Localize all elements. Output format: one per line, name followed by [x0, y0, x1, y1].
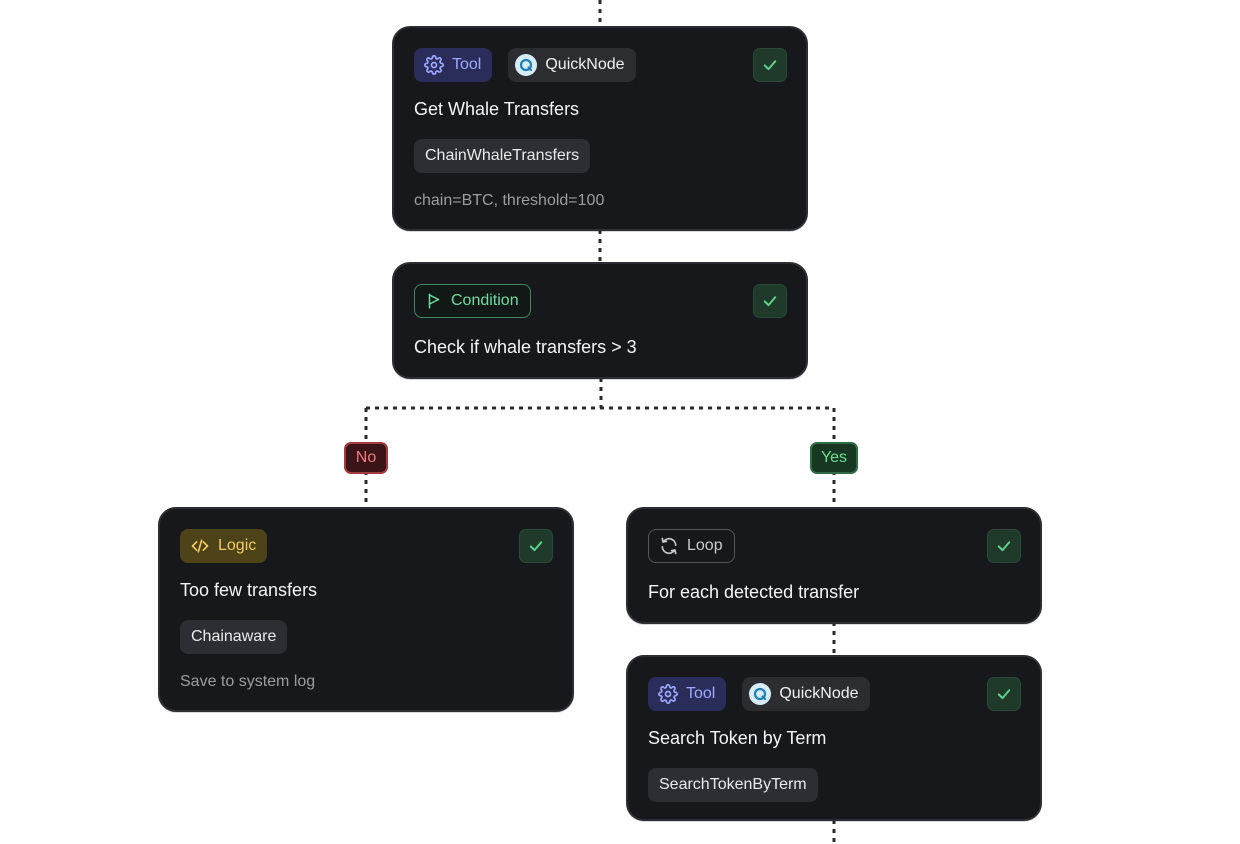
check-icon [997, 689, 1011, 700]
code-icon [191, 539, 209, 553]
branch-no-label[interactable]: No [344, 442, 388, 474]
check-icon [763, 296, 777, 307]
provider-badge: QuickNode [742, 677, 870, 711]
node-title: Check if whale transfers > 3 [414, 337, 637, 357]
quicknode-logo-icon [749, 683, 772, 705]
check-icon [763, 60, 777, 71]
status-badge [753, 48, 787, 82]
node-logic[interactable]: Logic Too few transfers Chainaware Save … [158, 507, 574, 712]
node-title: Get Whale Transfers [414, 99, 580, 119]
badge-label: Loop [687, 537, 723, 554]
status-badge [987, 529, 1021, 563]
gear-icon [658, 684, 678, 704]
node-description: Save to system log [180, 673, 316, 690]
node-badges: Tool QuickNode [414, 48, 636, 82]
node-search-token[interactable]: Tool QuickNode Search Token by Term Sear… [626, 655, 1042, 821]
check-icon [529, 541, 543, 552]
badge-label: Tool [686, 685, 716, 702]
condition-badge: Condition [414, 284, 531, 318]
loop-badge: Loop [648, 529, 735, 563]
function-chip: Chainaware [180, 620, 288, 654]
flag-icon [428, 293, 440, 309]
badge-label: Logic [218, 537, 257, 554]
node-params: chain=BTC, threshold=100 [414, 192, 605, 209]
provider-label: QuickNode [545, 56, 625, 73]
node-badges: Logic [180, 529, 268, 563]
check-icon [997, 541, 1011, 552]
status-badge [519, 529, 553, 563]
status-badge [987, 677, 1021, 711]
tool-badge: Tool [414, 48, 493, 82]
provider-label: QuickNode [779, 685, 859, 702]
gear-icon [424, 55, 444, 75]
quicknode-logo-icon [515, 54, 538, 76]
badge-label: Tool [452, 56, 482, 73]
provider-badge: QuickNode [508, 48, 636, 82]
function-chip: SearchTokenByTerm [648, 768, 818, 802]
node-title: For each detected transfer [648, 582, 860, 602]
branch-yes-label[interactable]: Yes [810, 442, 858, 474]
badge-label: Condition [451, 292, 519, 309]
node-loop[interactable]: Loop For each detected transfer [626, 507, 1042, 624]
status-badge [753, 284, 787, 318]
node-badges: Condition [414, 284, 531, 318]
node-title: Too few transfers [180, 580, 318, 600]
tool-badge: Tool [648, 677, 727, 711]
node-title: Search Token by Term [648, 728, 827, 748]
node-badges: Loop [648, 529, 735, 563]
function-chip: ChainWhaleTransfers [414, 139, 591, 173]
logic-badge: Logic [180, 529, 268, 563]
node-get-whale-transfers[interactable]: Tool QuickNode Get Whale Transfers Chain… [392, 26, 808, 231]
refresh-icon [661, 537, 677, 555]
node-condition[interactable]: Condition Check if whale transfers > 3 [392, 262, 808, 379]
node-badges: Tool QuickNode [648, 677, 870, 711]
